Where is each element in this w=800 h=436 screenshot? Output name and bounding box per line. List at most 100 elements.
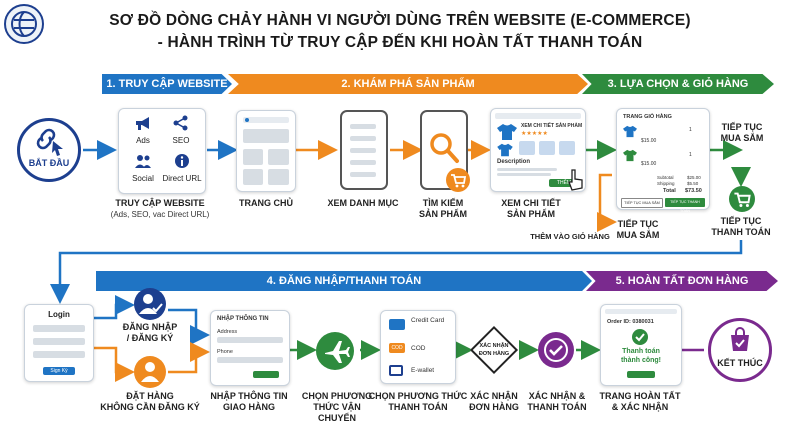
add-to-cart-mini-button[interactable]: THÊM (549, 179, 579, 187)
user-check-icon (139, 294, 163, 314)
user-icon (141, 362, 159, 382)
payment-method-card: Credit Card COD COD E-wallet (380, 310, 456, 384)
globe-icon (11, 11, 37, 37)
continue-payment-label: TIẾP TỤC THANH TOÁN (708, 216, 774, 238)
login-button[interactable]: Sign Kỳ (43, 367, 75, 375)
start-label: BẮT ĐẦU (28, 158, 70, 168)
page-title: SƠ ĐỒ DÒNG CHẢY HÀNH VI NGƯỜI DÙNG TRÊN … (109, 12, 691, 29)
search-label-1: TÌM KIẾM (422, 198, 464, 208)
search-cart-badge (446, 168, 470, 192)
cart-total-label: Total (663, 188, 676, 194)
pay-method-2: THANH TOÁN (388, 402, 448, 412)
cart-checkout-button[interactable]: TIẾP TỤC THANH TOÁN (665, 198, 705, 213)
continue-pay-1: TIẾP TỤC (720, 216, 762, 226)
ship-method-1: CHỌN PHƯƠNG (301, 391, 373, 401)
continue-a-2: MUA SẮM (616, 230, 660, 240)
megaphone-icon (136, 117, 149, 130)
detail-label-2: SẢN PHẨM (506, 209, 555, 219)
seo-source: SEO (165, 115, 197, 145)
ship-method-2: THỨC VẬN CHUYỂN (313, 402, 361, 423)
home-page-card (236, 110, 296, 192)
cart-icon (734, 192, 751, 208)
shipping-submit-button[interactable] (253, 371, 279, 378)
tshirt-icon (497, 143, 513, 157)
confirm-1: XÁC NHẬN (470, 391, 518, 401)
confirm-order-diamond: XÁC NHẬN ĐƠN HÀNG (469, 325, 519, 375)
detail-description: Description (497, 159, 531, 165)
login-register-node (134, 288, 166, 320)
banner-stage-3: 3. LỰA CHỌN & GIỎ HÀNG (582, 74, 774, 94)
tshirt-icon (623, 125, 637, 138)
cart-heading: TRANG GIỎ HÀNG (623, 114, 672, 120)
cart-subtotal-label: Subtotal (657, 175, 674, 180)
continue-shopping-a: TIẾP TỤC MUA SẮM (608, 219, 668, 241)
shipping-phone-field[interactable] (217, 357, 283, 363)
shipping-address-field[interactable] (217, 337, 283, 343)
completion-card: Order ID: 0380031 Thanh toán thành công! (600, 304, 682, 386)
cart-item1-qty: 1 (689, 127, 692, 133)
start-node: BẮT ĐẦU (17, 118, 81, 182)
payment-ewallet[interactable]: E-wallet (411, 367, 435, 374)
completion-label: TRANG HOÀN TẤT & XÁC NHẬN (590, 391, 690, 413)
shipping-label-1: NHẬP THÔNG TIN (210, 391, 288, 401)
social-source: Social (127, 153, 159, 183)
check-icon (544, 338, 568, 362)
payment-cod[interactable]: COD (411, 345, 426, 352)
visit-label: TRUY CẬP WEBSITE (Ads, SEO, vac Direct U… (100, 198, 220, 220)
login-password-field[interactable] (33, 338, 85, 345)
wallet-icon (389, 365, 403, 376)
done-1: TRANG HOÀN TẤT (599, 391, 681, 401)
people-icon (135, 155, 151, 168)
shipping-info-card: NHẬP THÔNG TIN Address Phone (210, 310, 290, 386)
continue-a-1: TIẾP TỤC (617, 219, 659, 229)
login-username-field[interactable] (33, 325, 85, 332)
banner-stage-4: 4. ĐĂNG NHẬP/THANH TOÁN (96, 271, 592, 291)
search-label: TÌM KIẾM SẢN PHẨM (408, 198, 478, 220)
cart-continue-button[interactable]: TIẾP TỤC MUA SẮM (621, 198, 663, 208)
banner-stage-2: 2. KHÁM PHÁ SẢN PHẨM (228, 74, 588, 94)
guest-2: KHÔNG CẦN ĐĂNG KÝ (100, 402, 200, 412)
confirm-pay-label: XÁC NHẬN & THANH TOÁN (522, 391, 592, 413)
hand-pointer-icon (568, 169, 583, 191)
confirm-pay-1: XÁC NHẬN & (528, 391, 586, 401)
visit-subtitle: (Ads, SEO, vac Direct URL) (110, 210, 210, 219)
shipping-label: NHẬP THÔNG TIN GIAO HÀNG (206, 391, 292, 413)
airplane-icon (325, 341, 350, 363)
guest-order-node (134, 356, 166, 388)
cart-item2-price: $15.00 (641, 161, 657, 167)
confirm-pay-2: THANH TOÁN (527, 402, 587, 412)
credit-card-icon (389, 319, 405, 330)
info-icon (175, 154, 189, 168)
done-2: & XÁC NHẬN (611, 402, 669, 412)
logo (4, 4, 44, 44)
shipping-method-label: CHỌN PHƯƠNG THỨC VẬN CHUYỂN (294, 391, 380, 424)
detail-label: XEM CHI TIẾT SẢN PHẨM (486, 198, 576, 220)
click-link-icon (36, 128, 63, 156)
login-heading: Login (48, 310, 70, 319)
traffic-sources-card: Ads SEO Social Direct URL (118, 108, 206, 194)
shipping-label-2: GIAO HÀNG (222, 402, 275, 412)
completion-button[interactable] (627, 371, 655, 378)
confirm-2: ĐƠN HÀNG (469, 402, 519, 412)
detail-label-1: XEM CHI TIẾT (501, 198, 561, 208)
tshirt-icon (497, 124, 517, 140)
payment-credit[interactable]: Credit Card (411, 317, 445, 324)
cart-subtotal: $25.00 (687, 175, 701, 180)
cart-card: TRANG GIỎ HÀNG $15.00 1 $15.00 1 Subtota… (616, 108, 710, 213)
diamond-line-1: XÁC NHẬN (479, 343, 509, 349)
share-icon (173, 115, 188, 131)
pay-method-1: CHỌN PHƯƠNG THỨC (368, 391, 468, 401)
add-cart-label: THÊM VÀO GIỎ HÀNG (530, 232, 610, 241)
checkout-cart-node (729, 186, 755, 212)
end-node: KẾT THÚC (708, 318, 772, 382)
banner-stage-5: 5. HOÀN TẤT ĐƠN HÀNG (586, 271, 778, 291)
login-reg-1: ĐĂNG NHẬP (122, 322, 178, 332)
direct-label: Direct URL (162, 174, 202, 183)
confirm-order-label: XÁC NHẬN ĐƠN HÀNG (458, 391, 530, 413)
shipping-method-node (316, 332, 354, 370)
tshirt-icon (623, 149, 637, 162)
shipping-address-label: Address (217, 329, 238, 335)
shopping-bag-icon (731, 327, 749, 351)
cart-total: $73.50 (685, 188, 702, 194)
